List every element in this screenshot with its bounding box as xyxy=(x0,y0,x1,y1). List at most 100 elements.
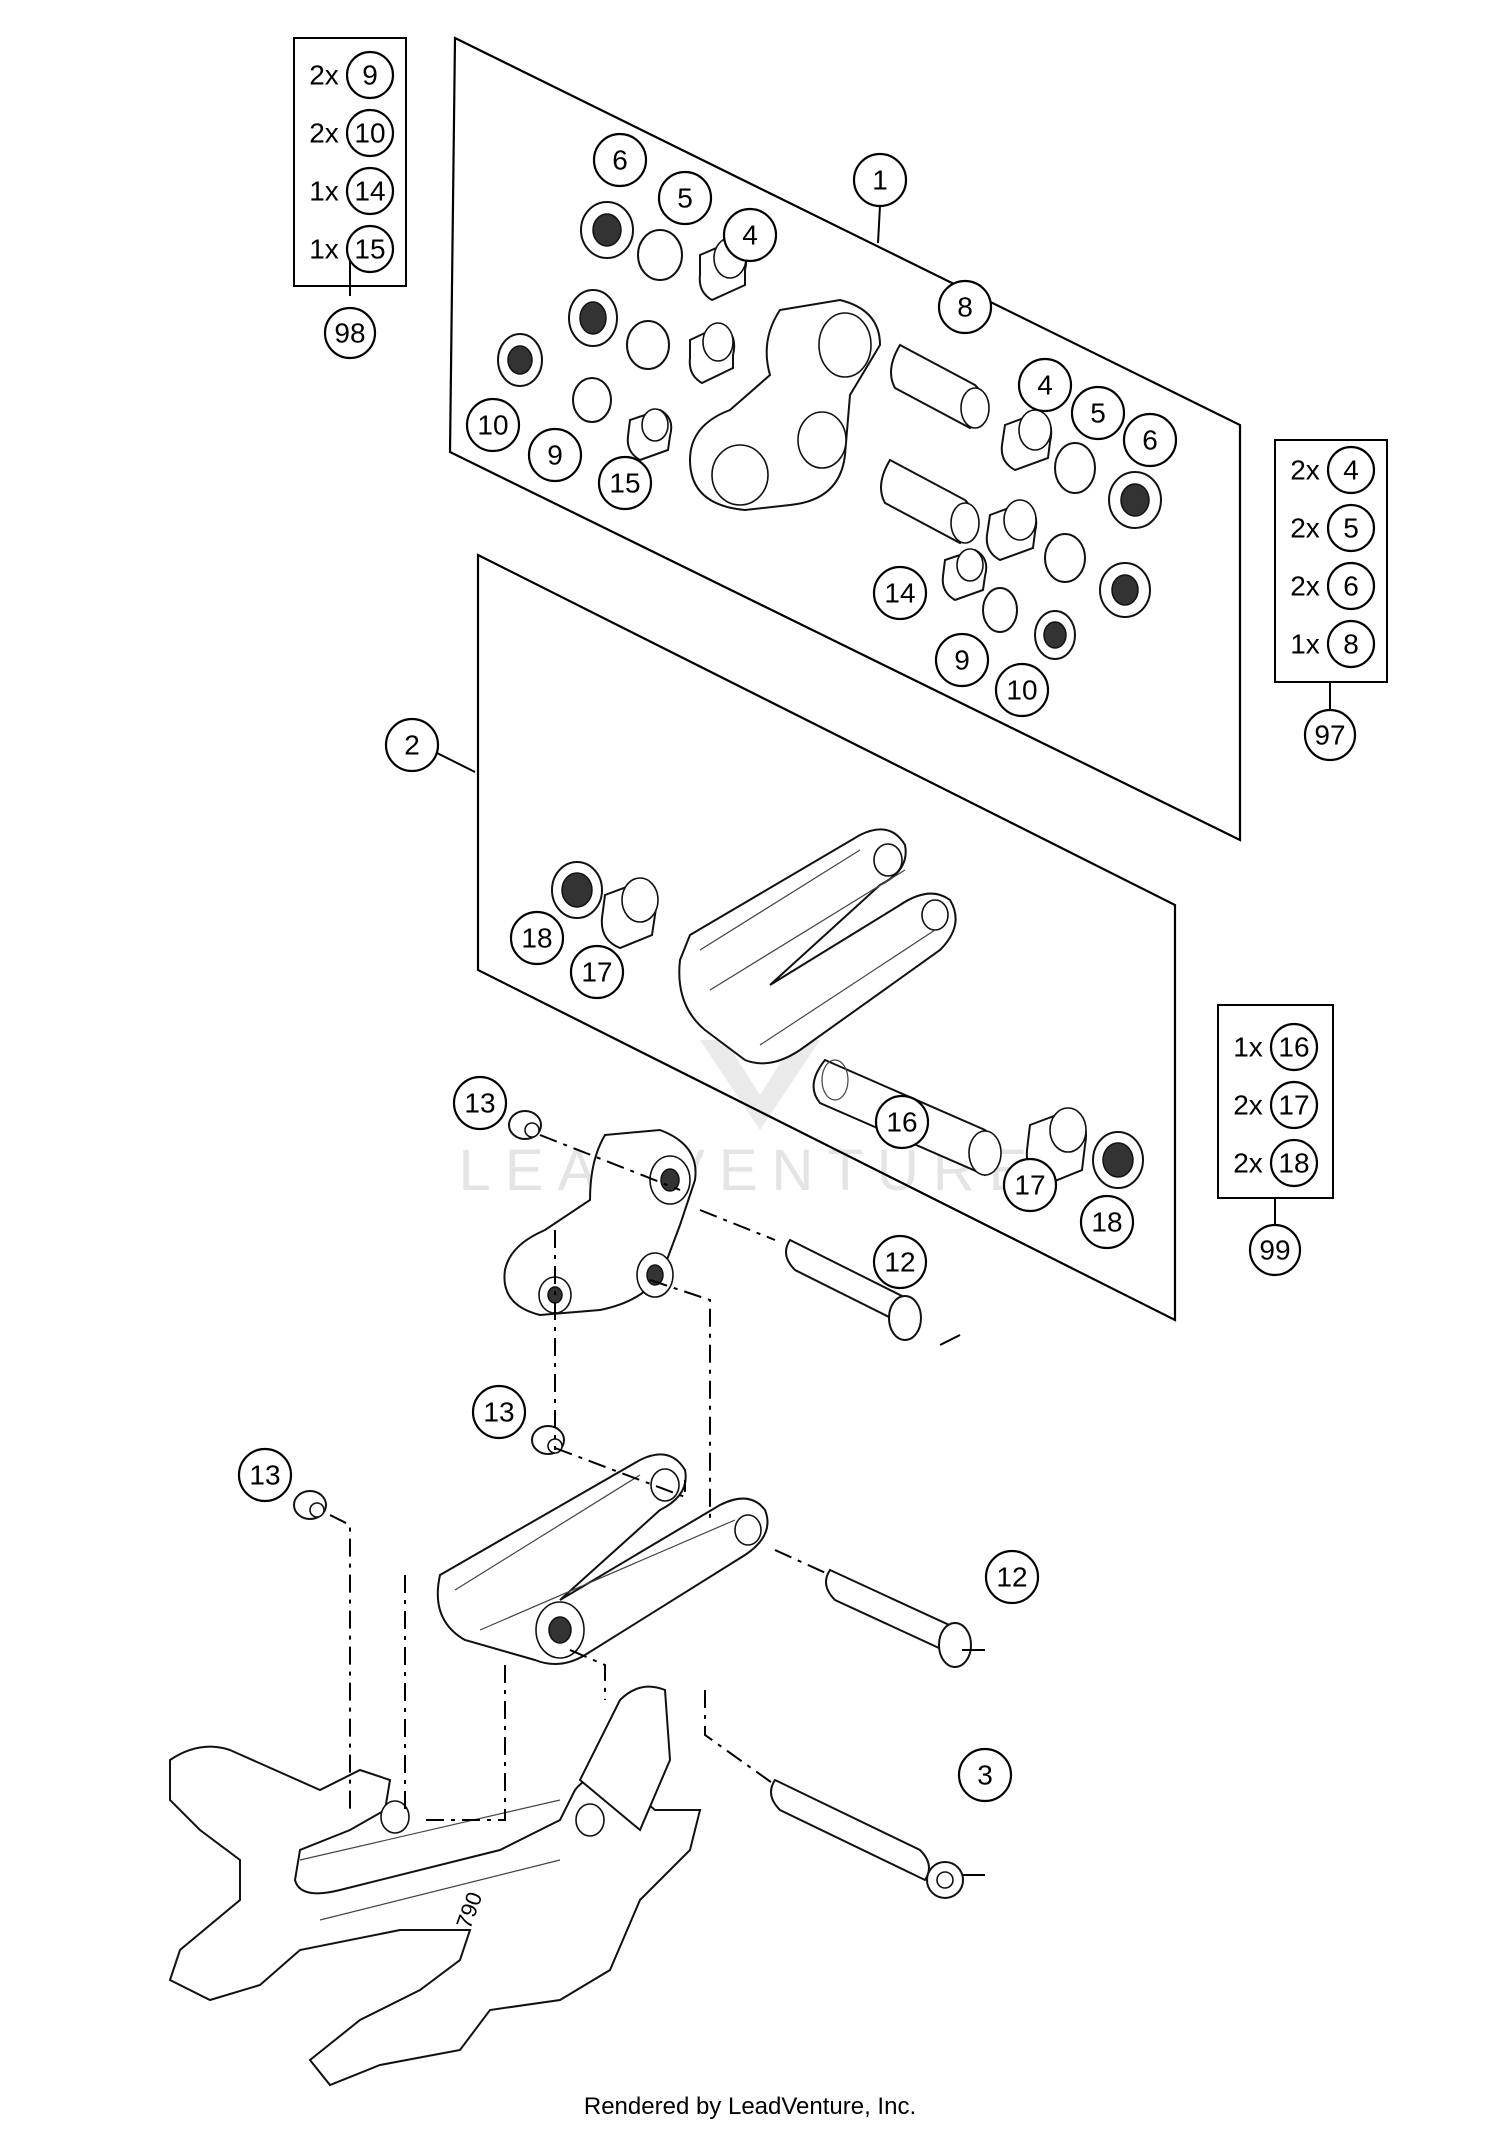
callout-number: 10 xyxy=(1006,675,1037,706)
callout-c6a: 6 xyxy=(592,132,648,188)
bushing-14 xyxy=(941,548,988,602)
callout-number: 12 xyxy=(884,1247,915,1278)
nut-13-upper xyxy=(508,1110,542,1140)
callout-circle xyxy=(1002,1157,1058,1213)
kit-part-number: 17 xyxy=(1278,1090,1309,1121)
callout-number: 17 xyxy=(1014,1170,1045,1201)
kit-qty: 2x xyxy=(1290,571,1320,602)
callout-circle xyxy=(1070,385,1126,441)
callout-c1: 1 xyxy=(852,152,908,208)
callout-circle xyxy=(384,717,440,773)
footer-credit: Rendered by LeadVenture, Inc. xyxy=(583,2093,917,2120)
callout-number: 16 xyxy=(886,1107,917,1138)
callout-c4b: 4 xyxy=(1017,357,1073,413)
kit-part-number: 9 xyxy=(362,60,378,91)
kit-qty: 1x xyxy=(309,176,339,207)
callout-number: 18 xyxy=(1091,1207,1122,1238)
callout-number: 3 xyxy=(977,1760,993,1791)
kit-part-circle xyxy=(1269,1022,1319,1072)
callout-circle xyxy=(984,1549,1040,1605)
bushing-17-left xyxy=(600,877,659,950)
callout-circle xyxy=(569,944,625,1000)
kit-row: 2x 6 xyxy=(1290,561,1376,611)
callout-c8: 8 xyxy=(937,279,993,335)
callout-circle xyxy=(937,279,993,335)
callout-number: 15 xyxy=(609,468,640,499)
washer-5b-left xyxy=(626,320,670,370)
callout-number: 17 xyxy=(581,957,612,988)
nut-13-middle xyxy=(531,1425,565,1455)
kit-part-number: 5 xyxy=(1343,513,1359,544)
seal-6-left xyxy=(580,201,634,259)
callout-number: 14 xyxy=(884,578,915,609)
callout-number: 13 xyxy=(249,1460,280,1491)
callout-c4a: 4 xyxy=(722,207,778,263)
assembled-rocker xyxy=(503,1128,697,1317)
kit-part-circle xyxy=(345,166,395,216)
seal-6b-right xyxy=(1099,562,1151,618)
callout-circle xyxy=(597,455,653,511)
callout-number: 1 xyxy=(872,165,888,196)
kit-row: 2x 17 xyxy=(1233,1080,1319,1130)
seal-6-right xyxy=(1108,471,1162,529)
sleeve-8a xyxy=(890,343,990,430)
callout-number: 18 xyxy=(521,923,552,954)
seal-10-right xyxy=(1034,610,1076,660)
callout-circle xyxy=(592,132,648,188)
assembled-pull-rod xyxy=(436,1453,769,1665)
callout-c6b: 6 xyxy=(1122,412,1178,468)
callout-c14: 14 xyxy=(872,565,928,621)
kit-99-ref: 99 xyxy=(1259,1235,1290,1266)
callout-number: 6 xyxy=(1142,425,1158,456)
callout-c16: 16 xyxy=(874,1094,930,1150)
callout-number: 4 xyxy=(742,220,758,251)
washer-5-right xyxy=(1054,442,1096,494)
kit-part-circle xyxy=(1269,1080,1319,1130)
kit-part-number: 16 xyxy=(1278,1032,1309,1063)
seal-10-left xyxy=(497,333,543,387)
kit-qty: 2x xyxy=(1233,1090,1263,1121)
bushing-4b-left xyxy=(688,322,736,385)
kit-qty: 2x xyxy=(1233,1148,1263,1179)
callout-number: 6 xyxy=(612,145,628,176)
kit-panel-2 xyxy=(476,553,1177,1322)
bushing-4b-right xyxy=(985,499,1038,562)
callout-c18b: 18 xyxy=(1079,1194,1135,1250)
seal-6b-left xyxy=(568,289,618,347)
callout-circle xyxy=(237,1447,293,1503)
callout-circle xyxy=(509,910,565,966)
kit-part-number: 6 xyxy=(1343,571,1359,602)
callout-circle xyxy=(874,1094,930,1150)
bushing-4-right xyxy=(1000,409,1053,472)
callout-circle xyxy=(934,632,990,688)
callout-c2: 2 xyxy=(384,717,440,773)
frame: 790 xyxy=(168,1685,702,2087)
callout-c17b: 17 xyxy=(1002,1157,1058,1213)
callout-c12b: 12 xyxy=(984,1549,1040,1605)
kit-part-circle xyxy=(345,224,395,274)
washer-9-left xyxy=(572,377,612,423)
callout-number: 12 xyxy=(996,1562,1027,1593)
callout-circle xyxy=(1122,412,1178,468)
callout-c17a: 17 xyxy=(569,944,625,1000)
kit-qty: 2x xyxy=(1290,455,1320,486)
callout-c13c: 13 xyxy=(237,1447,293,1503)
kit-qty: 2x xyxy=(1290,513,1320,544)
watermark: LEADVENTURE xyxy=(459,1040,1027,1203)
callout-c15: 15 xyxy=(597,455,653,511)
callout-c13a: 13 xyxy=(452,1075,508,1131)
assembly-lines xyxy=(329,1134,831,1821)
kit-part-number: 8 xyxy=(1343,629,1359,660)
callout-c12a: 12 xyxy=(872,1234,928,1290)
callout-number: 5 xyxy=(677,183,693,214)
bushing-15 xyxy=(626,408,673,462)
callout-number: 8 xyxy=(957,292,973,323)
callout-circle xyxy=(1017,357,1073,413)
